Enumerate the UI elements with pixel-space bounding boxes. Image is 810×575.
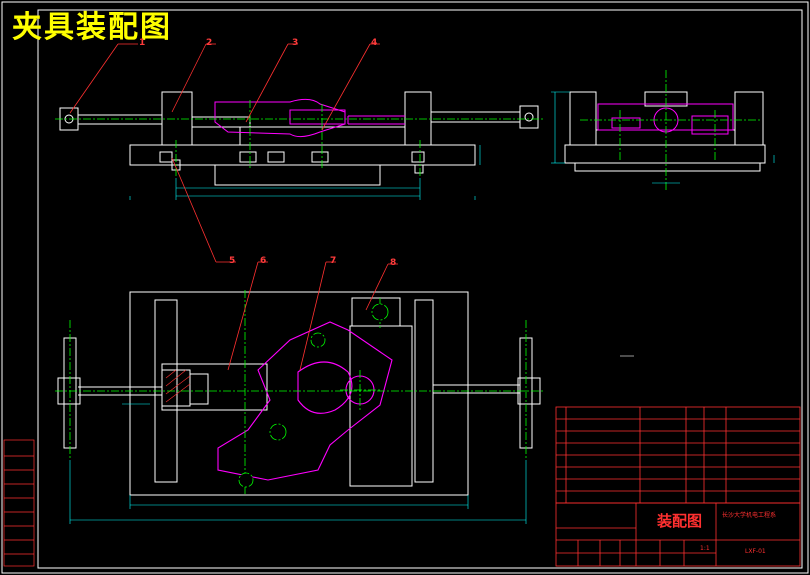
title-block bbox=[555, 502, 801, 567]
balloon-4: 4 bbox=[371, 38, 378, 48]
front-view-workpiece bbox=[214, 98, 405, 138]
top-view-hatching bbox=[165, 369, 191, 403]
balloon-1: 1 bbox=[139, 38, 146, 48]
front-view-centerlines bbox=[55, 100, 545, 178]
balloon-8: 8 bbox=[390, 258, 397, 268]
top-view bbox=[57, 291, 541, 496]
side-view-dimensions bbox=[551, 91, 775, 184]
balloon-leaders bbox=[69, 43, 398, 371]
balloon-6: 6 bbox=[260, 256, 267, 266]
top-view-centerlines bbox=[55, 290, 545, 495]
side-view-centerlines bbox=[580, 70, 760, 190]
top-view-workpiece bbox=[217, 321, 393, 481]
balloon-5: 5 bbox=[229, 256, 236, 266]
front-view-dimensions bbox=[129, 145, 481, 200]
title-block-school: 长沙大学机电工程系 bbox=[722, 512, 777, 519]
title-block-drawing-no: LXF-01 bbox=[745, 548, 766, 555]
front-view bbox=[59, 91, 539, 186]
title-block-title: 装配图 bbox=[657, 512, 703, 530]
balloon-2: 2 bbox=[206, 38, 213, 48]
title-block-scale: 1:1 bbox=[700, 545, 710, 552]
side-revision-strip bbox=[3, 439, 35, 567]
drawing-title: 夹具装配图 bbox=[12, 10, 172, 45]
top-view-dimensions bbox=[69, 403, 527, 524]
side-view-workpiece bbox=[597, 103, 734, 135]
balloon-3: 3 bbox=[292, 38, 299, 48]
parts-list-table bbox=[555, 406, 801, 504]
balloon-7: 7 bbox=[330, 256, 337, 266]
